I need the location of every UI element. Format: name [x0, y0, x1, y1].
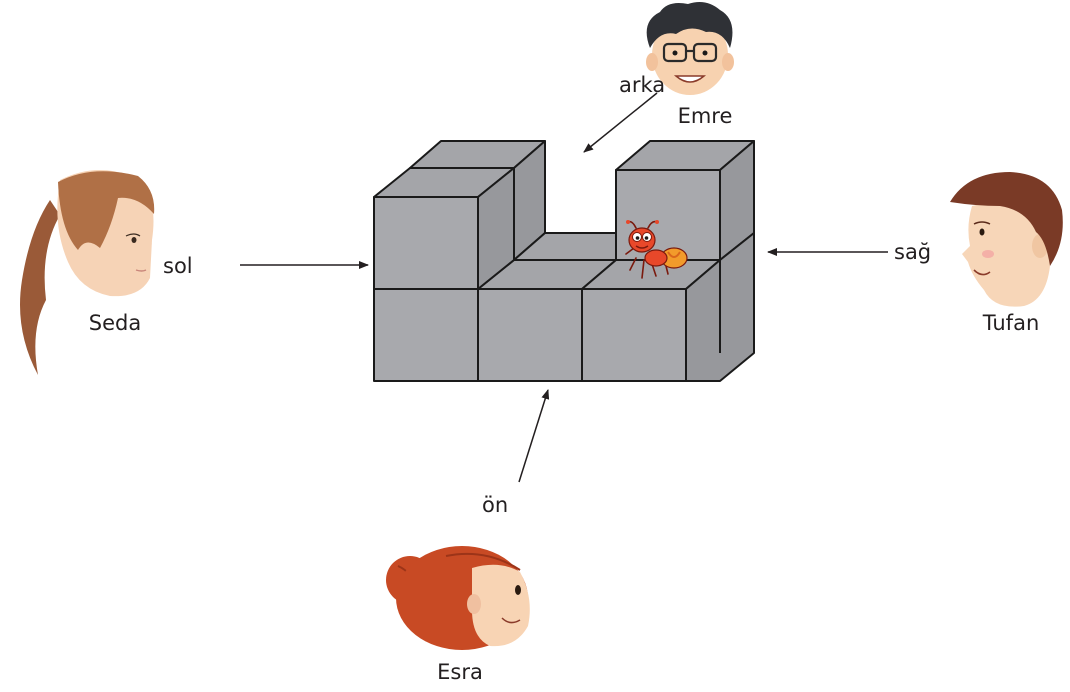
cartoon-ant-icon: [625, 220, 688, 279]
cube-structure: [373, 140, 755, 382]
person-name-tufan: Tufan: [982, 311, 1040, 335]
direction-label-right: sağ: [894, 240, 932, 264]
cube-front-left-side: [477, 167, 515, 290]
arrow-front: [518, 389, 550, 483]
arrow-back: [583, 92, 658, 153]
direction-label-left: sol: [163, 254, 193, 278]
cube-bottom-right-front: [581, 288, 687, 382]
girl-ponytail-profile-icon: [20, 170, 155, 375]
cube-bottom-left-front: [373, 288, 479, 382]
cube-bottom-middle-front: [477, 288, 583, 382]
cube-front-left-front: [373, 196, 479, 290]
direction-label-front: ön: [482, 493, 509, 517]
girl-bun-hair-face-icon: [386, 546, 530, 650]
boy-with-glasses-face-icon: [646, 2, 734, 95]
direction-label-back: arka: [619, 73, 666, 97]
person-name-seda: Seda: [88, 311, 142, 335]
boy-profile-icon: [950, 172, 1063, 307]
person-name-esra: Esra: [437, 660, 483, 684]
person-name-emre: Emre: [677, 104, 733, 128]
